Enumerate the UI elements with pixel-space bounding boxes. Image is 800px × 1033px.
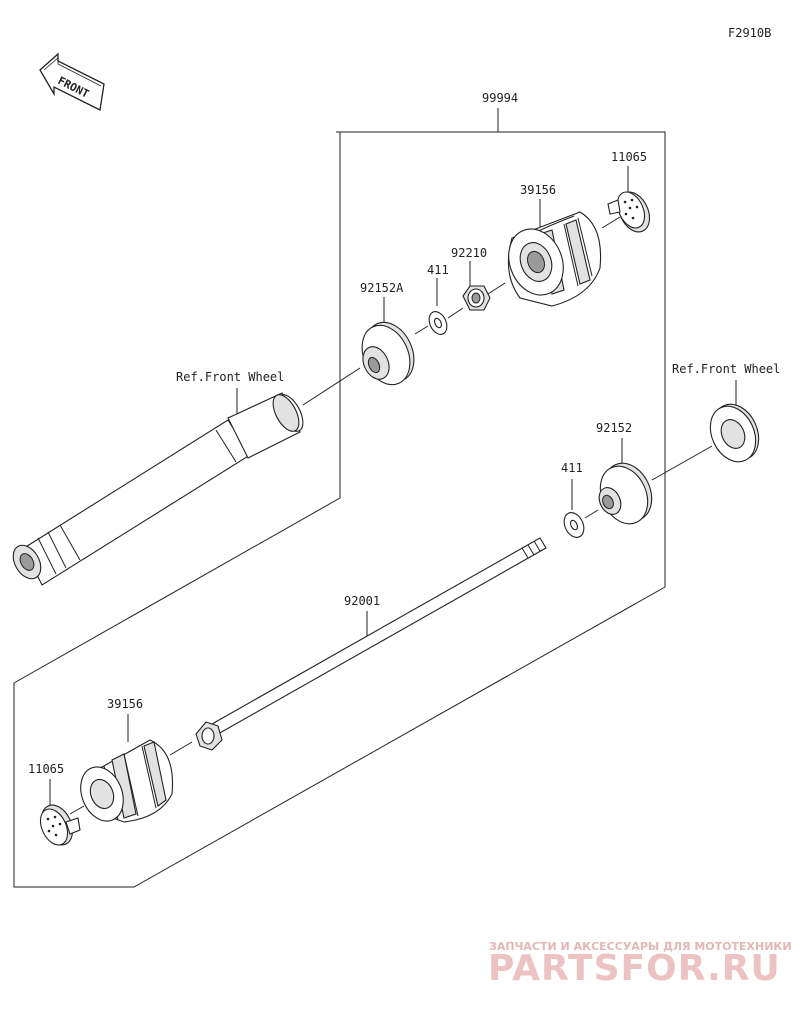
label-39156-bottom: 39156: [107, 697, 143, 711]
label-39156-top: 39156: [520, 183, 556, 197]
front-axle: [12, 392, 304, 586]
watermark-logo: PARTSFOR.RU: [488, 948, 781, 989]
washer-411-top: [428, 311, 448, 335]
collar-92152A: [361, 321, 415, 386]
label-411-top: 411: [427, 263, 449, 277]
label-ref-front-wheel-left: Ref.Front Wheel: [176, 370, 284, 384]
watermark-tagline: ЗАПЧАСТИ И АКСЕССУАРЫ ДЛЯ МОТОТЕХНИКИ: [489, 940, 792, 953]
label-92152A: 92152A: [360, 281, 404, 295]
label-99994: 99994: [482, 91, 518, 105]
figure-code: F2910B: [728, 26, 771, 40]
label-ref-front-wheel-right: Ref.Front Wheel: [672, 362, 780, 376]
bolt-92001: [195, 537, 547, 751]
label-92152: 92152: [596, 421, 632, 435]
cap-11065-top: [607, 191, 651, 233]
slider-39156-top: [507, 211, 602, 307]
collar-92152: [598, 462, 653, 525]
label-11065-bottom: 11065: [28, 762, 64, 776]
cap-11065-bottom: [39, 804, 81, 846]
slider-39156-bottom: [80, 739, 174, 823]
wheel-collar-right: [709, 403, 760, 463]
washer-411-bottom: [563, 512, 585, 538]
nut-92210: [462, 285, 491, 311]
label-411-bottom: 411: [561, 461, 583, 475]
label-92001: 92001: [344, 594, 380, 608]
set-bracket: [13, 108, 666, 888]
label-11065-top: 11065: [611, 150, 647, 164]
front-arrow-icon: FRONT: [39, 52, 105, 111]
label-92210: 92210: [451, 246, 487, 260]
